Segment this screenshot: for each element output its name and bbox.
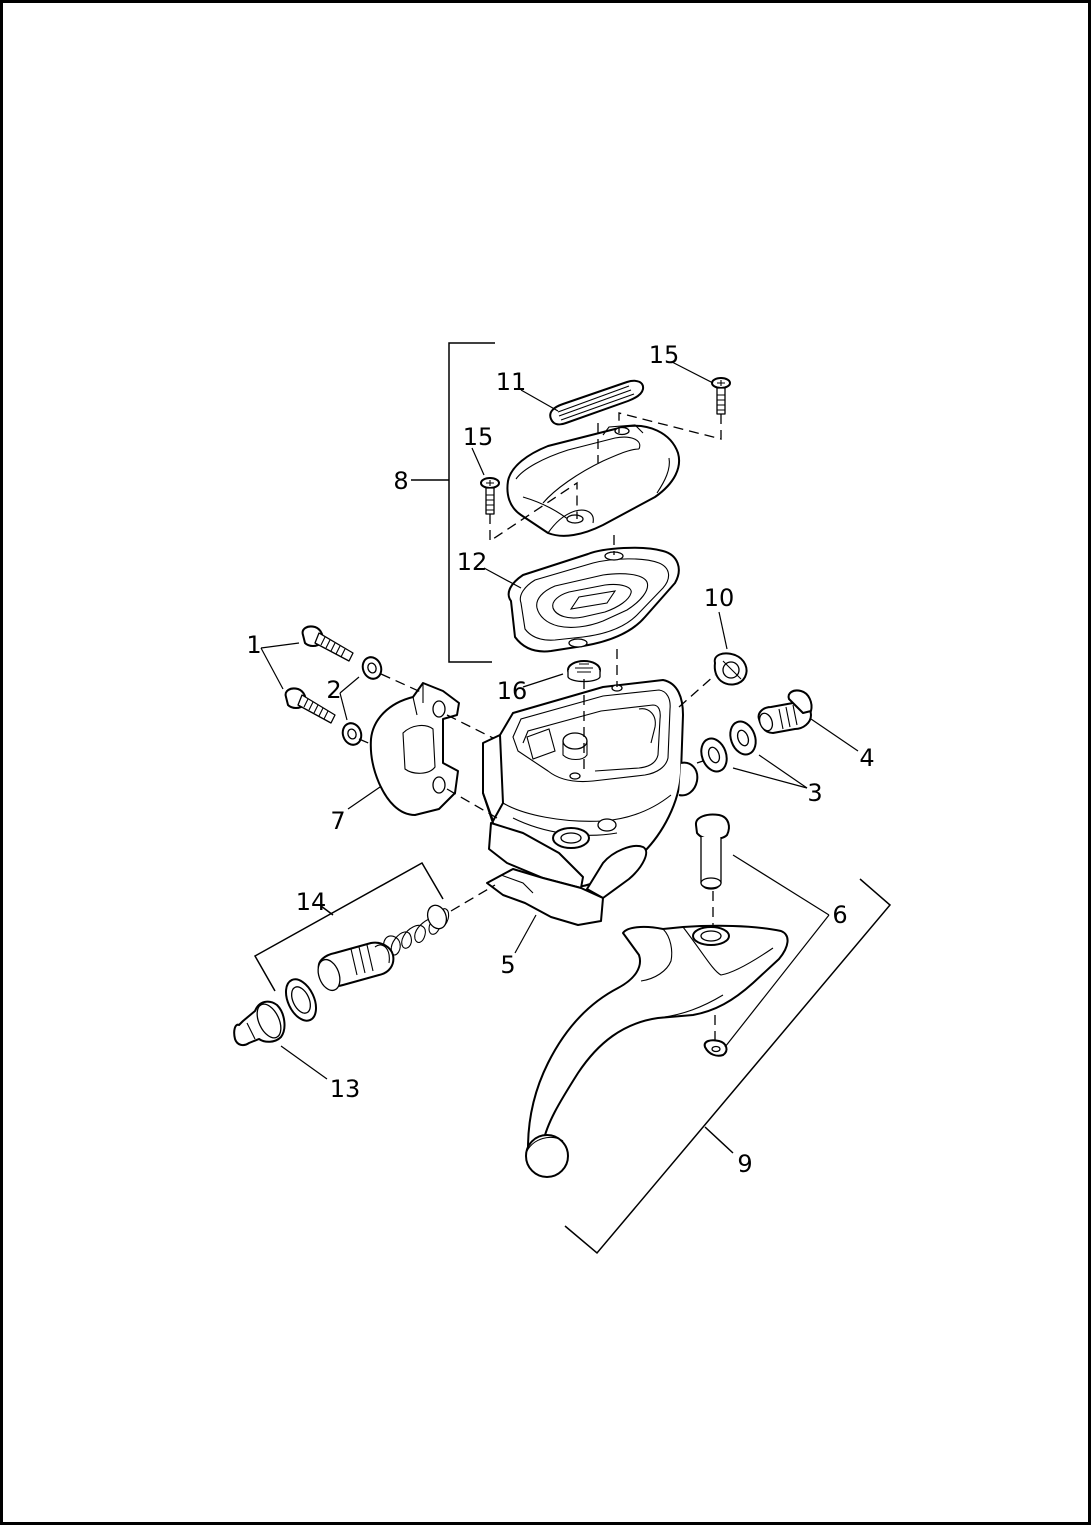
cover-screw-left bbox=[480, 477, 500, 515]
leader-lines bbox=[260, 361, 859, 1080]
callout-15-upper: 15 bbox=[649, 341, 680, 369]
callout-5: 5 bbox=[500, 951, 515, 979]
callout-16: 16 bbox=[497, 677, 528, 705]
callout-4: 4 bbox=[859, 744, 874, 772]
piston-circlip bbox=[284, 978, 318, 1022]
retaining-clip bbox=[703, 1039, 728, 1057]
callout-7: 7 bbox=[330, 807, 345, 835]
callout-3: 3 bbox=[807, 779, 822, 807]
sight-glass bbox=[549, 379, 645, 426]
cover-screw-right bbox=[711, 377, 731, 415]
piston-assembly bbox=[317, 904, 450, 992]
banjo-washer-2 bbox=[729, 720, 757, 756]
washer-lower bbox=[341, 722, 363, 746]
clamp-bolt-upper bbox=[301, 625, 354, 662]
callout-8: 8 bbox=[393, 467, 408, 495]
pivot-pin bbox=[694, 813, 730, 890]
master-cylinder-body bbox=[482, 679, 699, 926]
callout-13: 13 bbox=[330, 1075, 361, 1103]
callout-11: 11 bbox=[496, 368, 527, 396]
banjo-washer-1 bbox=[700, 737, 728, 773]
diaphragm bbox=[507, 546, 680, 653]
callout-12: 12 bbox=[457, 548, 488, 576]
assembly-centerlines bbox=[358, 412, 722, 1043]
banjo-bolt bbox=[757, 689, 813, 734]
exploded-parts-diagram: 1 2 3 4 5 6 7 8 9 10 11 12 13 14 15 15 1… bbox=[233, 341, 892, 1255]
sight-plug bbox=[567, 660, 601, 683]
clamp-bolt-lower bbox=[284, 687, 336, 724]
callout-1: 1 bbox=[246, 631, 261, 659]
callout-labels: 1 2 3 4 5 6 7 8 9 10 11 12 13 14 15 15 1… bbox=[246, 341, 874, 1178]
piston-boot bbox=[233, 1000, 286, 1047]
reservoir-cover bbox=[506, 424, 680, 537]
handlebar-clamp bbox=[369, 682, 460, 816]
callout-9: 9 bbox=[737, 1150, 752, 1178]
bracket-8 bbox=[411, 342, 495, 663]
callout-10: 10 bbox=[704, 584, 735, 612]
bracket-9 bbox=[564, 878, 892, 1255]
callout-6: 6 bbox=[832, 901, 847, 929]
washer-upper bbox=[361, 656, 383, 680]
bracket-14 bbox=[253, 861, 444, 992]
callout-15-lower: 15 bbox=[463, 423, 494, 451]
plug-fitting bbox=[713, 652, 748, 686]
callout-14: 14 bbox=[296, 888, 327, 916]
callout-2: 2 bbox=[326, 676, 341, 704]
brake-lever bbox=[525, 924, 789, 1178]
